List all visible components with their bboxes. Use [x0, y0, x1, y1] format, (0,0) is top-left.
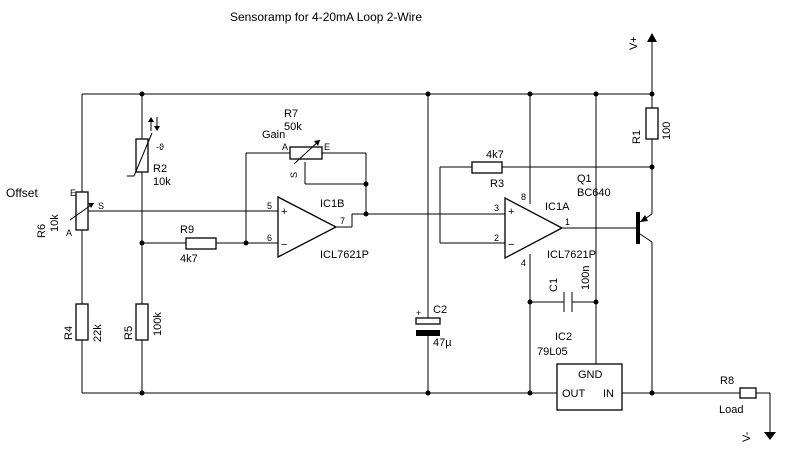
r6-ref: R6 [36, 224, 48, 238]
r5-value: 100k [152, 312, 164, 336]
r8-ref: R8 [720, 375, 734, 387]
ic1a-sym-minus: − [508, 239, 514, 251]
ic1b-part: ICL7621P [320, 249, 369, 261]
ic2-part: 79L05 [537, 346, 568, 358]
title: Sensoramp for 4-20mA Loop 2-Wire [230, 10, 422, 24]
r7-ref: R7 [284, 108, 298, 120]
r5-ref: R5 [123, 326, 135, 340]
resistor-r1: R1 100 [631, 107, 673, 144]
r7-pin-a: A [282, 142, 288, 152]
ic1b-sym-plus: + [281, 206, 287, 218]
r6-pin-s: S [98, 201, 104, 211]
r7-pin-s: S [289, 172, 299, 178]
potentiometer-r6: Offset E A S R6 10k [6, 186, 104, 238]
r2-ref: R2 [153, 163, 167, 175]
opamp-ic1b: + − 5 6 7 IC1B ICL7621P [267, 195, 369, 261]
r4-ref: R4 [63, 326, 75, 340]
c2-value: 47µ [433, 337, 452, 349]
r8-value: Load [719, 404, 743, 416]
resistor-r9: R9 4k7 [180, 224, 217, 265]
regulator-ic2: GND OUT IN IC2 79L05 [537, 331, 623, 411]
ic1a-pin-plus: 3 [494, 203, 499, 213]
c1-ref: C1 [548, 278, 560, 292]
vminus-label: V- [741, 431, 753, 442]
r6-value: 10k [49, 214, 61, 232]
r7-function: Gain [262, 129, 285, 141]
c1-value: 100n [580, 266, 592, 290]
ic1a-pin-vp: 8 [521, 192, 526, 202]
capacitor-c2: + C2 47µ [415, 304, 452, 349]
r2-temp-symbol: -ϑ [156, 142, 164, 152]
resistor-r4: R4 22k [63, 303, 104, 342]
ic1b-ref: IC1B [320, 198, 344, 210]
vplus-terminal: V+ [628, 33, 657, 50]
vplus-label: V+ [628, 36, 640, 50]
ic1b-pin-out: 7 [340, 216, 345, 226]
vminus-ground: V- [741, 431, 776, 442]
ic1a-part: ICL7621P [547, 249, 596, 261]
ic1b-pin-plus: 5 [267, 201, 272, 211]
ic1a-pin-vn: 4 [521, 258, 526, 268]
ic1a-pin-out: 1 [565, 217, 570, 227]
c2-polarity: + [416, 308, 421, 318]
ic1a-sym-plus: + [508, 206, 514, 218]
q1-ref: Q1 [577, 173, 592, 185]
opamp-ic1a: + − 3 2 1 8 4 IC1A ICL7621P [494, 192, 596, 268]
r4-value: 22k [92, 324, 104, 342]
r3-value: 4k7 [486, 149, 504, 161]
r7-pin-e: E [324, 142, 330, 152]
potentiometer-r7: R7 50k Gain A E S [262, 108, 330, 178]
r1-ref: R1 [631, 130, 643, 144]
ic1a-ref: IC1A [545, 201, 570, 213]
ic2-out: OUT [562, 388, 586, 400]
transistor-q1: Q1 BC640 [577, 173, 653, 244]
wires [81, 42, 771, 432]
r6-pin-e: E [70, 188, 76, 198]
resistor-r8: R8 Load [719, 375, 757, 416]
junctions [139, 91, 655, 396]
ic1b-sym-minus: − [281, 239, 287, 251]
r6-pin-a: A [66, 228, 72, 238]
resistor-r5: R5 100k [123, 303, 164, 341]
r7-value: 50k [284, 121, 302, 133]
c2-ref: C2 [433, 304, 447, 316]
ic2-gnd: GND [578, 369, 603, 381]
r9-ref: R9 [180, 224, 194, 236]
r1-value: 100 [661, 122, 673, 140]
r3-ref: R3 [490, 178, 504, 190]
ic1a-pin-minus: 2 [494, 233, 499, 243]
thermistor-r2: -ϑ R2 10k [127, 117, 171, 188]
capacitor-c1: C1 100n [548, 266, 592, 312]
ic2-ref: IC2 [555, 331, 572, 343]
q1-part: BC640 [577, 187, 611, 199]
ic2-in: IN [603, 388, 614, 400]
r9-value: 4k7 [180, 253, 198, 265]
r6-function: Offset [6, 186, 38, 200]
r2-value: 10k [153, 176, 171, 188]
ic1b-pin-minus: 6 [267, 233, 272, 243]
resistor-r3: 4k7 R3 [471, 149, 504, 190]
